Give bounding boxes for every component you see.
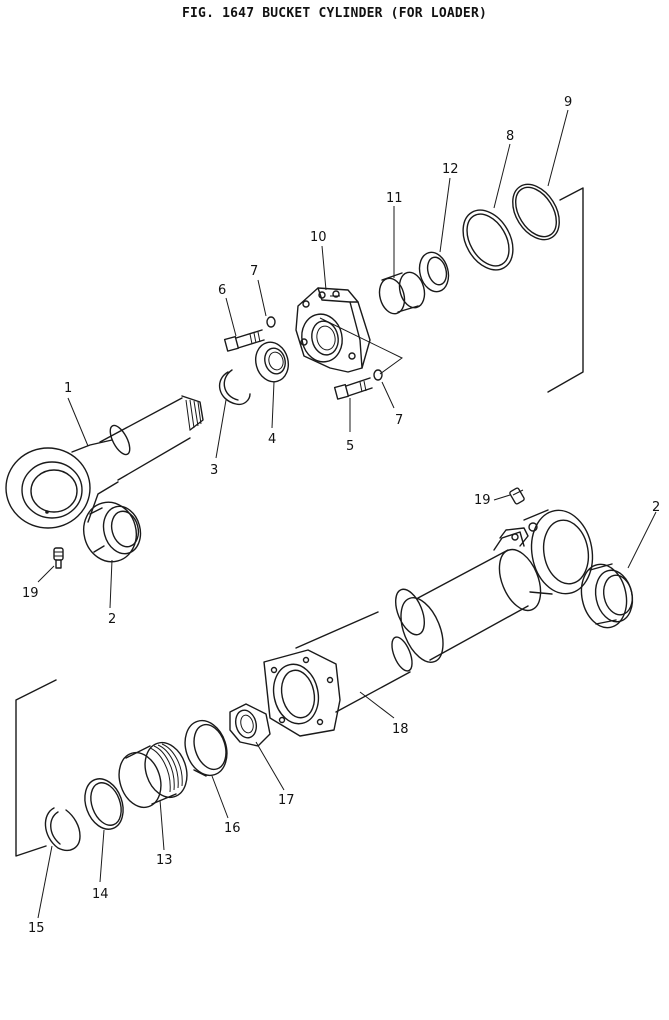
figure-title: FIG. 1647 BUCKET CYLINDER (FOR LOADER) — [181, 6, 487, 21]
callout-part-3: 3 — [210, 463, 218, 478]
callout-part-14: 14 — [92, 887, 109, 902]
callout-part-19-left: 19 — [22, 586, 39, 601]
callout-part-2-left: 2 — [108, 612, 116, 627]
snap-ring — [218, 369, 251, 406]
piston-rod — [5, 395, 204, 529]
callout-part-1: 1 — [64, 381, 72, 396]
grease-fitting-right — [509, 487, 538, 532]
callout-part-18: 18 — [392, 722, 409, 737]
callout-part-11: 11 — [386, 191, 403, 206]
callout-part-12: 12 — [442, 162, 459, 177]
cylinder-head — [295, 287, 371, 373]
washer-upper — [266, 316, 276, 328]
spacer-tube — [263, 611, 413, 737]
callout-part-16: 16 — [224, 821, 241, 836]
bolt-upper — [223, 329, 265, 352]
bushing-right — [580, 563, 634, 629]
callout-part-13: 13 — [156, 853, 173, 868]
callout-part-5: 5 — [346, 439, 354, 454]
wear-ring-14 — [84, 778, 124, 830]
grease-fitting-left — [53, 547, 64, 569]
callout-part-4: 4 — [268, 432, 276, 447]
cylinder-tube — [394, 509, 594, 663]
callout-part-15: 15 — [28, 921, 45, 936]
washer-lower — [373, 369, 383, 381]
piston-nut — [229, 703, 271, 747]
assembly-bracket-upper — [547, 187, 584, 393]
callout-part-7-lower: 7 — [395, 413, 403, 428]
callout-part-2-right: 2 — [652, 500, 660, 515]
bushing-left — [83, 501, 142, 563]
assembly-bracket-lower — [15, 679, 57, 857]
rod-seal — [255, 341, 289, 383]
callout-part-19-right: 19 — [474, 493, 491, 508]
piston — [118, 741, 188, 809]
callout-part-6: 6 — [218, 283, 226, 298]
callout-part-8: 8 — [506, 129, 514, 144]
o-ring-8 — [462, 209, 514, 271]
leader-lines — [37, 109, 657, 919]
callout-part-17: 17 — [278, 793, 295, 808]
callout-part-9: 9 — [564, 95, 572, 110]
callout-part-10: 10 — [310, 230, 327, 245]
snap-ring-15 — [44, 807, 81, 852]
dust-seal — [418, 251, 450, 293]
callout-part-7-upper: 7 — [250, 264, 258, 279]
bolt-lower — [333, 377, 373, 400]
backup-ring-9 — [512, 183, 560, 241]
wear-ring-16 — [184, 719, 228, 777]
head-bushing — [378, 271, 426, 315]
